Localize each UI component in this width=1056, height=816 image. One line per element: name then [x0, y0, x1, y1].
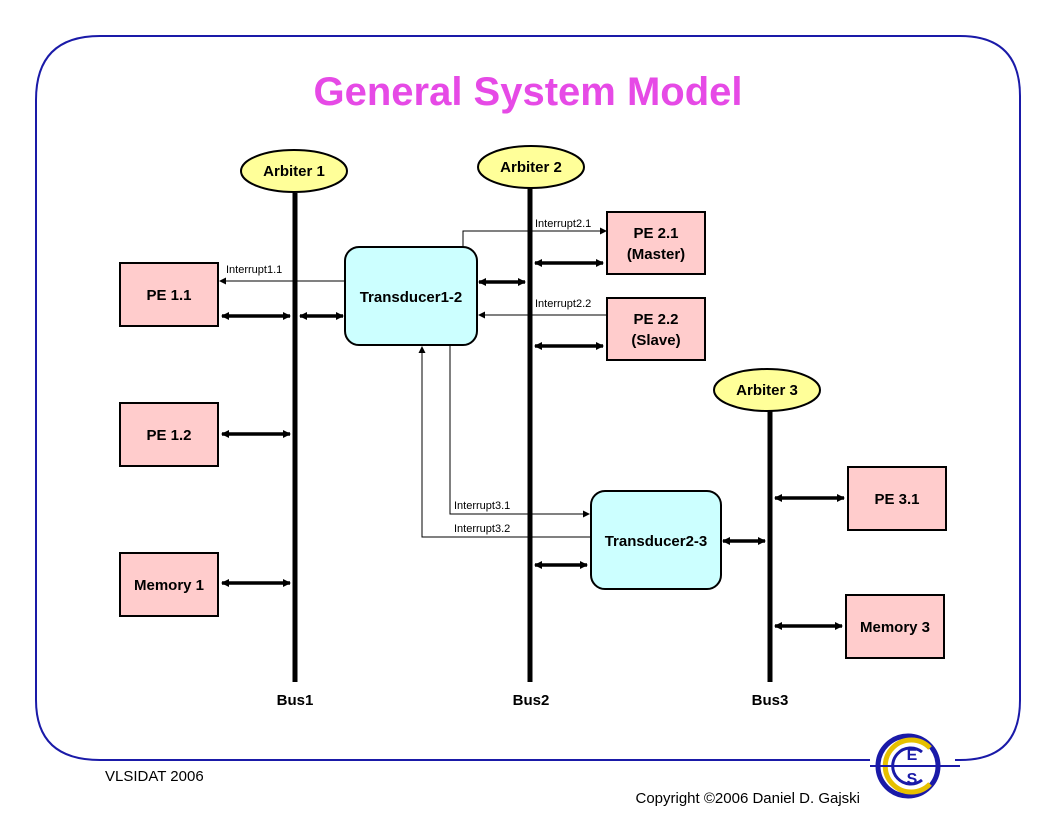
- memory-3-label: Memory 3: [860, 619, 930, 636]
- interrupt-lines: [219, 227, 607, 538]
- transducer-2-3-label: Transducer2-3: [605, 533, 708, 550]
- pe-2-2-slave: PE 2.2 (Slave): [606, 297, 706, 361]
- transducer-1-2-label: Transducer1-2: [360, 289, 463, 306]
- interrupt-3-1-line: [449, 345, 590, 518]
- arbiter-1: Arbiter 1: [240, 149, 348, 193]
- transducer-2-3: Transducer2-3: [590, 490, 722, 590]
- pe-2-2-role: (Slave): [631, 332, 680, 349]
- interrupt-3-2-line: [418, 346, 591, 538]
- arbiter-3-label: Arbiter 3: [736, 382, 798, 399]
- svg-text:S: S: [907, 771, 918, 788]
- footer-left: VLSIDAT 2006: [105, 768, 204, 785]
- arbiter-2-label: Arbiter 2: [500, 159, 562, 176]
- pe-3-1: PE 3.1: [847, 466, 947, 531]
- memory-1-label: Memory 1: [134, 577, 204, 594]
- memory-1: Memory 1: [119, 552, 219, 617]
- pe-3-1-label: PE 3.1: [874, 491, 919, 508]
- bus-connections: [221, 259, 845, 630]
- pe-2-1-label: PE 2.1: [633, 225, 678, 242]
- arbiter-3: Arbiter 3: [713, 368, 821, 412]
- interrupt-3-2-label: Interrupt3.2: [454, 523, 510, 535]
- pe-2-1-role: (Master): [627, 246, 685, 263]
- pe-2-2-label: PE 2.2: [633, 311, 678, 328]
- bus3-label: Bus3: [752, 692, 789, 709]
- interrupt-3-1-label: Interrupt3.1: [454, 500, 510, 512]
- arbiter-2: Arbiter 2: [477, 145, 585, 189]
- bus2-label: Bus2: [513, 692, 550, 709]
- svg-text:E: E: [907, 747, 918, 764]
- footer-copyright: Copyright ©2006 Daniel D. Gajski: [636, 790, 861, 807]
- bus1-label: Bus1: [277, 692, 314, 709]
- interrupt-2-1-line: [462, 227, 607, 247]
- transducer-1-2: Transducer1-2: [344, 246, 478, 346]
- pe-1-2: PE 1.2: [119, 402, 219, 467]
- pe-1-1: PE 1.1: [119, 262, 219, 327]
- cecs-logo: E S: [870, 733, 960, 799]
- memory-3: Memory 3: [845, 594, 945, 659]
- slide-title: General System Model: [313, 70, 742, 114]
- pe-1-2-label: PE 1.2: [146, 427, 191, 444]
- pe-1-1-label: PE 1.1: [146, 287, 191, 304]
- slide-frame: [35, 35, 1021, 761]
- arbiter-1-label: Arbiter 1: [263, 163, 325, 180]
- interrupt-2-1-label: Interrupt2.1: [535, 218, 591, 230]
- interrupt-1-1-label: Interrupt1.1: [226, 264, 282, 276]
- pe-2-1-master: PE 2.1 (Master): [606, 211, 706, 275]
- interrupt-2-2-label: Interrupt2.2: [535, 298, 591, 310]
